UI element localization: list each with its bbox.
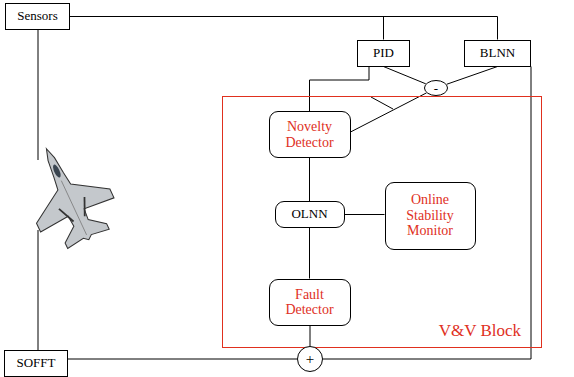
node-label: PID — [373, 46, 394, 60]
group-title: V&V Block — [439, 322, 521, 341]
signal-line — [68, 359, 297, 360]
text-holder: OLNN — [276, 202, 344, 227]
signal-line — [310, 67, 370, 112]
difference-node: - — [424, 80, 448, 96]
node-label: Fault Detector — [279, 287, 341, 318]
node-label: Online Stability Monitor — [395, 192, 465, 238]
jet-figure — [10, 132, 126, 257]
node-label: Sensors — [17, 9, 57, 23]
signal-line — [323, 67, 531, 360]
node-label: OLNN — [291, 207, 327, 221]
text-holder: V&V Block — [439, 322, 521, 341]
monitor-box: Online Stability Monitor — [385, 182, 476, 250]
signal-line — [447, 67, 498, 85]
controller-box: PID — [357, 40, 410, 67]
text-holder: Online Stability Monitor — [386, 183, 475, 249]
actuator-wire — [38, 230, 39, 352]
jet-body — [10, 132, 126, 257]
jet-tail — [59, 206, 74, 225]
node-label: - — [434, 82, 438, 95]
jet-cockpit — [51, 164, 62, 179]
signal-line — [70, 17, 498, 40]
process-box: OLNN — [275, 201, 345, 228]
text-holder: Sensors — [6, 4, 69, 29]
summing-junction: + — [297, 346, 323, 372]
signal-line — [309, 158, 310, 201]
process-box: Novelty Detector — [269, 111, 351, 158]
ellipse-shape — [298, 347, 323, 372]
signal-line — [310, 326, 311, 347]
node-label: SOFFT — [16, 356, 55, 370]
text-holder: Novelty Detector — [270, 112, 350, 157]
signal-line — [384, 67, 426, 84]
process-box: Fault Detector — [269, 279, 351, 326]
jet-tail — [77, 197, 92, 216]
node-label: BLNN — [480, 46, 515, 60]
text-holder: PID — [358, 41, 409, 66]
switch-symbol — [371, 97, 393, 109]
text-holder: BLNN — [465, 41, 530, 66]
text-holder: SOFFT — [5, 351, 67, 376]
sensor-wire — [38, 28, 39, 160]
actuator-box: SOFFT — [4, 350, 68, 377]
vv-block: V&V Block Novelty DetectorOLNN Online Stab… — [222, 96, 542, 348]
network-box: BLNN — [464, 40, 531, 67]
signal-line — [351, 93, 427, 132]
text-holder: + — [297, 346, 323, 372]
text-holder: - — [424, 80, 448, 96]
signal-line — [70, 17, 384, 40]
sensor-box: Sensors — [5, 3, 70, 30]
signal-line — [345, 214, 385, 215]
text-holder: Fault Detector — [270, 280, 350, 325]
signal-line — [309, 228, 310, 279]
jet-spine — [61, 181, 86, 235]
node-label: + — [306, 352, 314, 367]
node-label: Novelty Detector — [279, 119, 341, 150]
ellipse-shape — [425, 81, 448, 96]
